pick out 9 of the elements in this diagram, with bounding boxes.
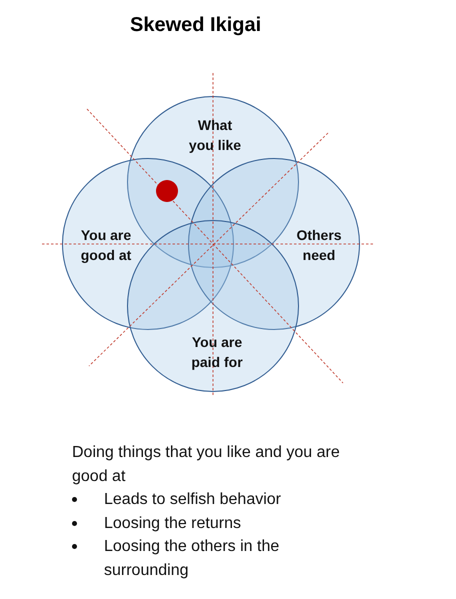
body-text: Doing things that you like and you are good at <box>72 443 341 486</box>
bullet-text: Leads to selfish behavior <box>104 490 282 510</box>
circle-label: You are paid for <box>190 333 244 372</box>
bullet-text: Loosing the others in the surrounding <box>104 537 280 580</box>
diagram-title: Skewed Ikigai <box>130 13 262 38</box>
bullet-text: Loosing the returns <box>104 514 242 534</box>
circle-label: You are good at <box>80 226 132 265</box>
circle-label: What you like <box>188 116 242 155</box>
circle-label: Others need <box>295 226 343 265</box>
